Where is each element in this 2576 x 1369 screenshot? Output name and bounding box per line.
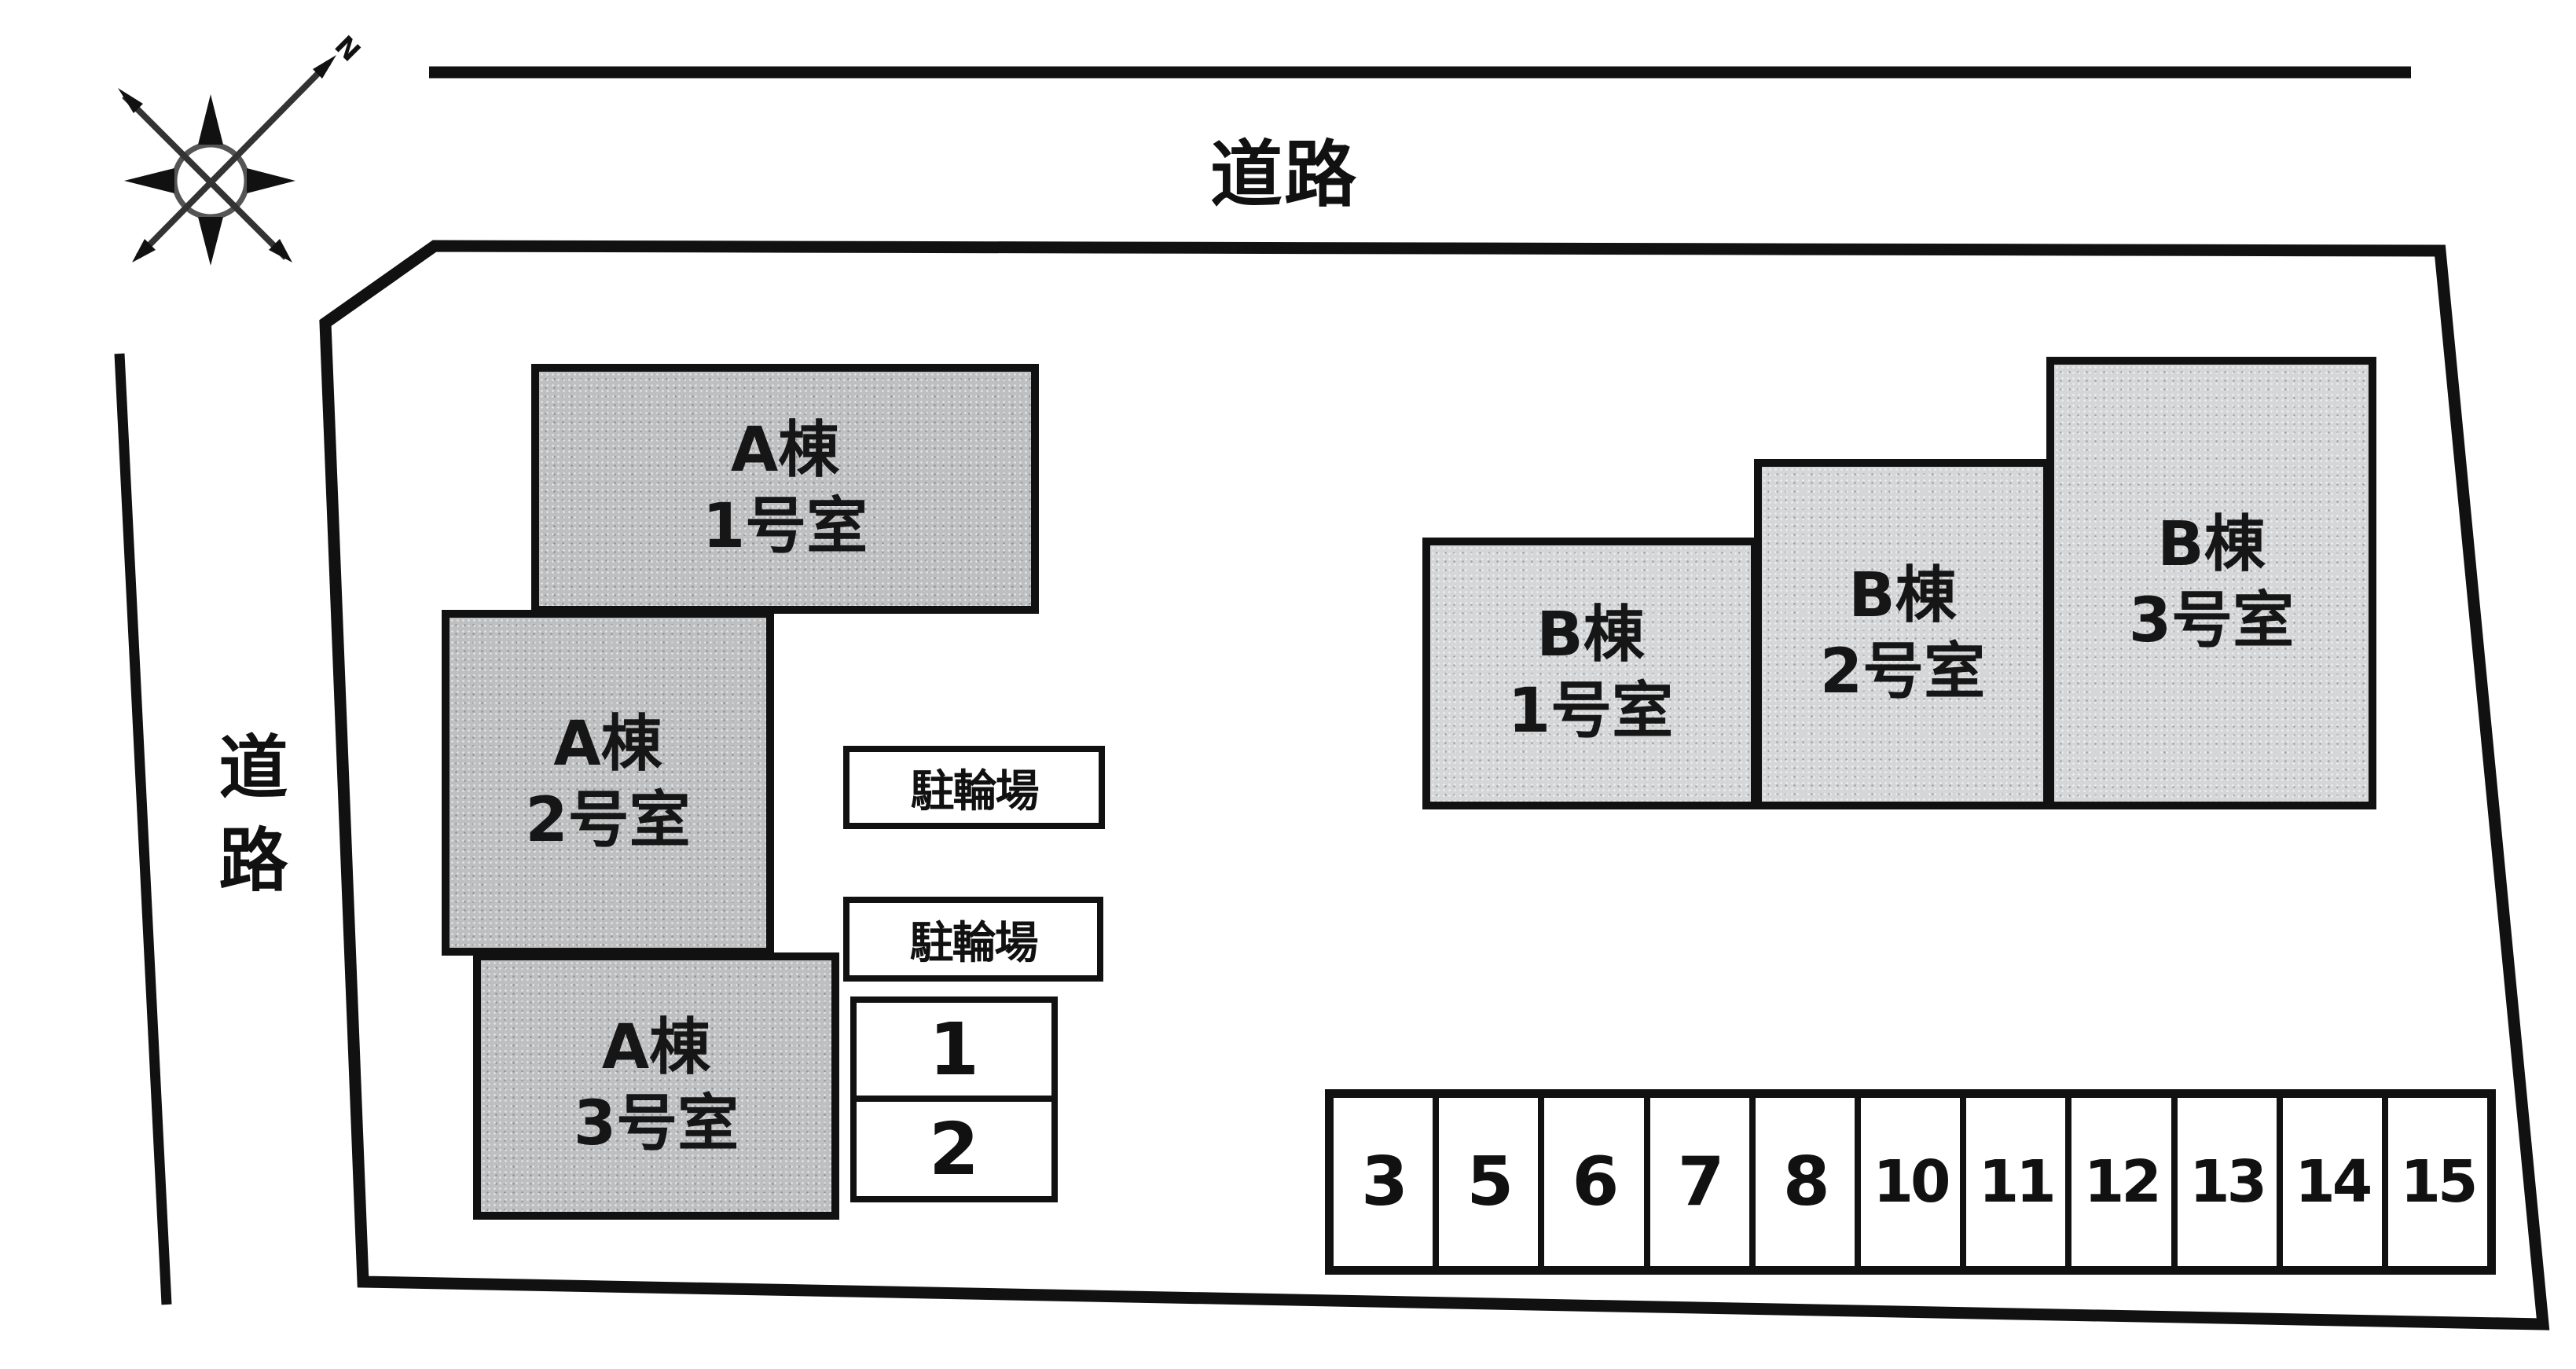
parking-spot-15[interactable]: 15 [2400,1148,2478,1216]
bicycle-parking-2[interactable]: 駐輪場 [843,897,1103,982]
parking-spot-11[interactable]: 11 [1966,1098,2072,1266]
building-wing-label: A棟 [601,1011,711,1083]
lot-boundary [319,240,2550,1330]
building-wing-label: A棟 [730,414,840,486]
building-room-label: 2号室 [525,785,691,856]
parking-spot-5[interactable]: 5 [1439,1098,1545,1266]
building-a-room-2[interactable]: A棟 2号室 [442,610,774,956]
parking-spot-10[interactable]: 10 [1861,1098,1967,1266]
svg-text:N: N [328,30,366,68]
building-room-label: 3号室 [573,1088,739,1159]
building-a-room-1[interactable]: A棟 1号室 [531,364,1039,614]
parking-spot-7[interactable]: 7 [1650,1098,1756,1266]
parking-spot-14[interactable]: 14 [2283,1098,2388,1266]
building-wing-label: B棟 [1536,599,1645,670]
building-room-label: 1号室 [1507,676,1674,747]
road-label-top: 道路 [1210,133,1359,217]
building-wing-label: B棟 [1848,560,1957,631]
building-room-label: 2号室 [1819,637,1986,707]
parking-spot-8[interactable]: 8 [1756,1098,1861,1266]
road-left-edge [114,353,172,1305]
building-b-room-3[interactable]: B棟 3号室 [2046,357,2376,809]
building-b-room-2[interactable]: B棟 2号室 [1754,459,2051,809]
road-label-left: 道路 [207,731,288,916]
building-wing-label: B棟 [2157,508,2266,580]
parking-spot-13[interactable]: 13 [2178,1098,2283,1266]
parking-row: 3 5 6 7 8 10 11 12 13 14 15 [1325,1089,2496,1275]
parking-spot-2[interactable]: 2 [850,1096,1058,1202]
building-b-room-1[interactable]: B棟 1号室 [1422,538,1759,809]
building-room-label: 1号室 [702,491,868,562]
parking-spot-6[interactable]: 6 [1544,1098,1650,1266]
compass-north-arrow-icon: N [118,30,366,266]
parking-spot-3[interactable]: 3 [1334,1098,1440,1266]
building-room-label: 3号室 [2128,585,2295,656]
parking-spot-12[interactable]: 12 [2071,1098,2178,1266]
parking-spot-1[interactable]: 1 [850,996,1058,1102]
bicycle-parking-1[interactable]: 駐輪場 [843,746,1105,829]
building-a-room-3[interactable]: A棟 3号室 [473,952,839,1220]
building-wing-label: A棟 [553,708,662,780]
